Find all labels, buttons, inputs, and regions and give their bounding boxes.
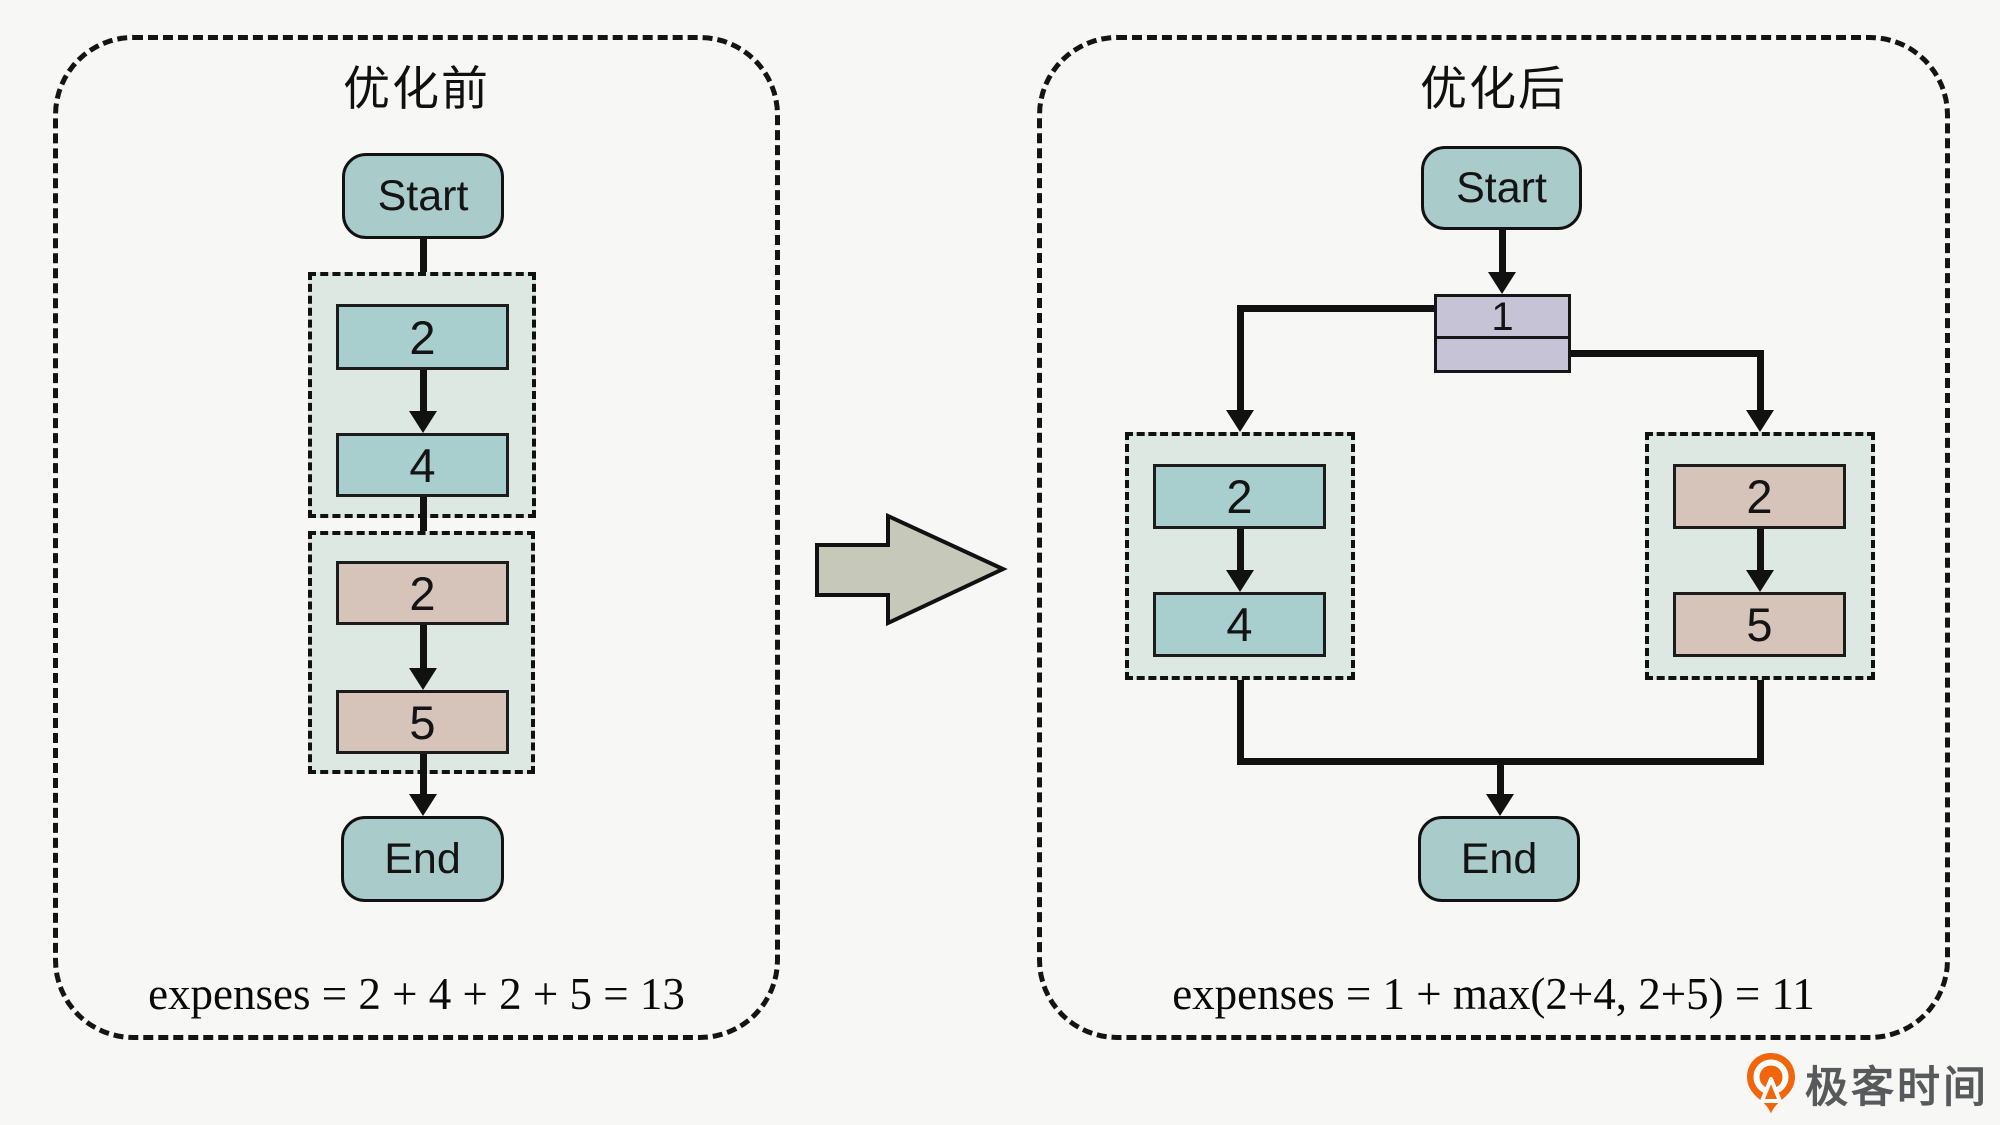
after-right-branch-step-box: 5 (1673, 592, 1846, 657)
geektime-logo-text: 极客时间 (1805, 1064, 1989, 1112)
after-panel-title: 优化后 (1420, 62, 1567, 115)
connector-fork-left (1237, 305, 1434, 312)
after-start-node: Start (1421, 146, 1582, 230)
connector-join-bar (1237, 758, 1764, 765)
after-formula: expenses = 1 + max(2+4, 2+5) = 11 (1172, 969, 1815, 1019)
connector-left-branch-down (1237, 680, 1244, 765)
arrow-fork-to-right-branch (1746, 350, 1774, 432)
geektime-logo-icon (1747, 1053, 1795, 1114)
fork-node: 1 (1434, 294, 1571, 373)
arrow-start-to-fork (1488, 230, 1516, 294)
arrow-stage2-to-end (409, 754, 437, 816)
after-left-branch-step-box: 2 (1153, 464, 1326, 529)
before-panel: 优化前 Start 2 4 2 5 End expenses = 2 + 4 +… (53, 35, 780, 1040)
after-panel: 优化后 Start 1 2 4 2 5 End expenses = 1 + m… (1037, 35, 1950, 1040)
arrow-join-to-end (1486, 763, 1514, 816)
after-right-branch-step-box: 2 (1673, 464, 1846, 529)
arrow-stage2-2-to-5 (409, 625, 437, 690)
fork-node-label: 1 (1437, 297, 1568, 339)
arrow-stage1-2-to-4 (409, 370, 437, 433)
after-left-branch-step-box: 4 (1153, 592, 1326, 657)
before-stage2-step-box: 2 (336, 561, 509, 625)
connector-right-branch-down (1757, 680, 1764, 765)
before-start-node: Start (342, 153, 504, 239)
after-end-node: End (1418, 816, 1580, 902)
before-stage1-step-box: 4 (336, 433, 509, 497)
arrow-fork-to-left-branch (1226, 305, 1254, 432)
fork-node-empty-row (1437, 339, 1568, 370)
before-stage2-step-box: 5 (336, 690, 509, 754)
before-panel-title: 优化前 (343, 62, 490, 115)
before-end-node: End (341, 816, 504, 902)
arrow-left-branch-2-to-4 (1226, 529, 1254, 592)
block-arrow-icon (815, 512, 1008, 627)
arrow-right-branch-2-to-5 (1746, 529, 1774, 592)
geektime-logo: 极客时间 (1745, 1052, 1989, 1116)
before-stage1-step-box: 2 (336, 304, 509, 370)
connector-fork-right (1571, 350, 1764, 357)
before-formula: expenses = 2 + 4 + 2 + 5 = 13 (148, 969, 685, 1019)
